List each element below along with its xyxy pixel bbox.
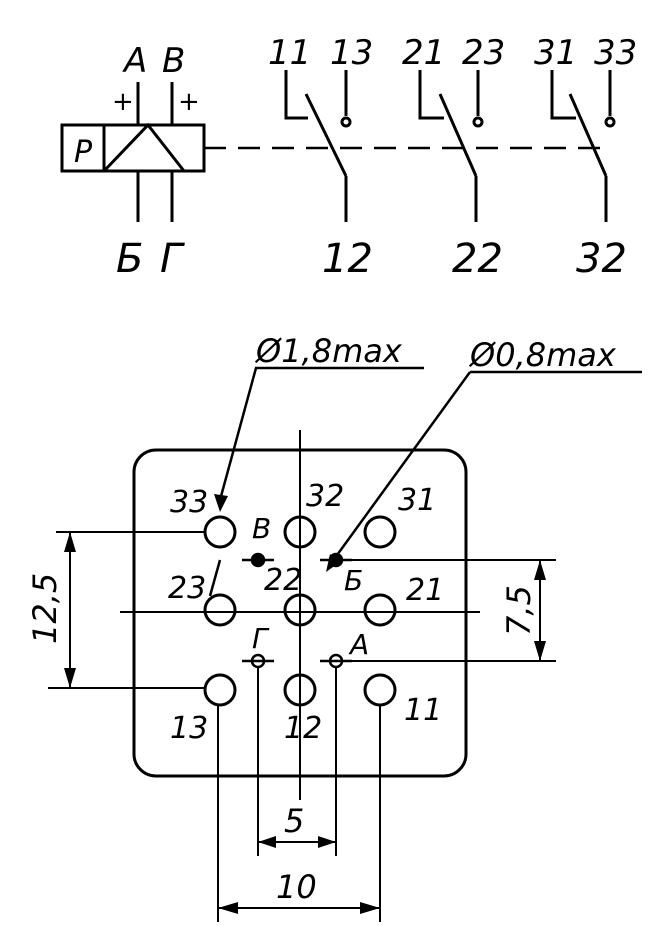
- contact-12-label: 12: [322, 236, 373, 282]
- pin-32-label: 32: [306, 479, 344, 514]
- pin-13-label: 13: [170, 711, 208, 746]
- pin-31-label: 31: [398, 483, 436, 518]
- pin-23-hole: [203, 593, 237, 627]
- dim-10: [217, 706, 381, 922]
- pin-b-label: Б: [344, 564, 363, 597]
- dim-12-5: [48, 531, 205, 689]
- contact-33-label: 33: [594, 33, 637, 73]
- pin-21-hole: [363, 593, 397, 627]
- coil-terminal-v: В: [162, 41, 185, 81]
- dim-10-arrows: [218, 902, 380, 914]
- pin-g-label: Г: [252, 622, 270, 655]
- pin-33-label: 33: [170, 485, 208, 520]
- pin-22-hole: [283, 593, 317, 627]
- contact-32-label: 32: [576, 236, 627, 282]
- coil-terminal-g: Г: [160, 236, 185, 282]
- coil-terminal-b: Б: [116, 236, 143, 282]
- dim-5-label: 5: [284, 802, 304, 840]
- dim-7-5-arrows: [534, 560, 546, 661]
- contact-group-2: [418, 70, 484, 222]
- dim-12-5-arrows: [64, 532, 76, 688]
- relay-pinout: 33 32 31 23 22 21 13 12 11 В Б Г А Ø1,8m…: [26, 332, 642, 922]
- pin-22-label: 22: [264, 563, 302, 598]
- contact-group-3: [550, 70, 616, 222]
- contact-13-label: 13: [330, 33, 373, 73]
- contact-23-label: 23: [462, 33, 505, 73]
- contact-11-label: 11: [268, 33, 311, 73]
- polarity-plus-a: +: [112, 87, 134, 117]
- dim-7-5-label: 7,5: [500, 585, 538, 636]
- pin-11-label: 11: [404, 693, 442, 728]
- pin-12-label: 12: [284, 711, 322, 746]
- contact-group-1: [284, 70, 352, 222]
- coil-leads: [136, 82, 174, 222]
- pin-11-hole: [363, 673, 397, 707]
- contact-31-label: 31: [534, 33, 577, 73]
- pin-13-hole: [203, 673, 237, 707]
- pin-v-label: В: [252, 512, 271, 545]
- polarity-plus-v: +: [178, 87, 200, 117]
- callout-leaders: [208, 366, 642, 597]
- relay-schematic: Р А В + + Б Г 11 13 12: [60, 33, 637, 282]
- dim-10-label: 10: [276, 868, 317, 906]
- callout-large-hole: Ø1,8max: [254, 332, 403, 370]
- pin-21-label: 21: [406, 573, 444, 608]
- pin-32-hole: [283, 515, 317, 549]
- contact-21-label: 21: [402, 33, 445, 73]
- pin-31-hole: [363, 515, 397, 549]
- dim-5-arrows: [258, 836, 336, 848]
- callout-small-hole: Ø0,8max: [468, 336, 617, 374]
- coil-terminal-a: А: [122, 41, 147, 81]
- contact-22-label: 22: [452, 236, 503, 282]
- pin-a-label: А: [348, 628, 369, 661]
- dim-12-5-label: 12,5: [26, 573, 64, 644]
- centerlines: [120, 430, 480, 800]
- coil-label: Р: [74, 135, 93, 170]
- pin-23-label: 23: [168, 571, 206, 606]
- callout-arrowheads: [214, 494, 340, 572]
- pin-12-hole: [283, 673, 317, 707]
- pin-33-hole: [203, 515, 237, 549]
